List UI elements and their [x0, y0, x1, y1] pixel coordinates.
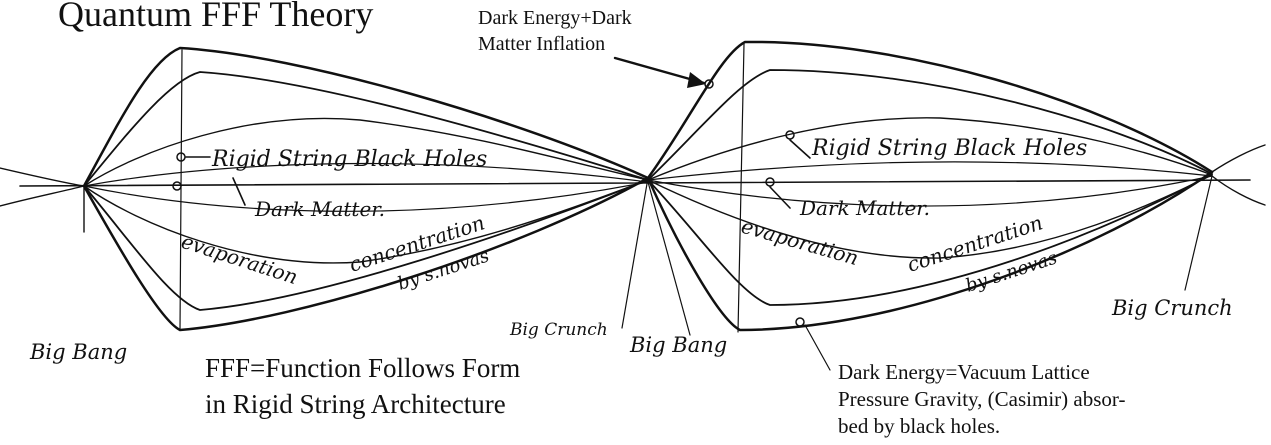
rigid-string-black-holes-right: Rigid String Black Holes	[811, 136, 1087, 161]
big-bang-label-1: Big Bang	[29, 340, 127, 364]
pointer-arrows	[172, 56, 831, 371]
fff-caption: FFF=Function Follows Form in Rigid Strin…	[205, 350, 520, 422]
diagram-title: Quantum FFF Theory	[58, 0, 374, 34]
inflation-callout: Dark Energy+Dark Matter Inflation	[478, 5, 632, 57]
big-crunch-label-2: Big Crunch	[1111, 296, 1233, 320]
fff-caption-line-1: FFF=Function Follows Form	[205, 353, 521, 383]
rigid-string-black-holes-left: Rigid String Black Holes	[211, 147, 487, 172]
inflation-callout-line-1: Dark Energy+Dark	[478, 7, 632, 29]
dark-energy-callout-line-1: Dark Energy=Vacuum Lattice	[838, 360, 1090, 384]
dark-energy-callout-line-3: bed by black holes.	[838, 414, 1001, 438]
dark-energy-callout-line-2: Pressure Gravity, (Casimir) absor-	[838, 387, 1126, 411]
cycle-lobes	[0, 40, 1266, 336]
dark-matter-left: Dark Matter.	[254, 197, 385, 221]
evaporation-right: evaporation	[739, 214, 862, 270]
fff-caption-line-2: in Rigid String Architecture	[205, 389, 506, 419]
dark-energy-callout: Dark Energy=Vacuum Lattice Pressure Grav…	[838, 359, 1125, 440]
dark-matter-right: Dark Matter.	[799, 196, 930, 220]
big-crunch-label-1: Big Crunch	[509, 320, 608, 340]
inflation-callout-line-2: Matter Inflation	[478, 33, 606, 55]
big-bang-label-2: Big Bang	[629, 333, 727, 357]
